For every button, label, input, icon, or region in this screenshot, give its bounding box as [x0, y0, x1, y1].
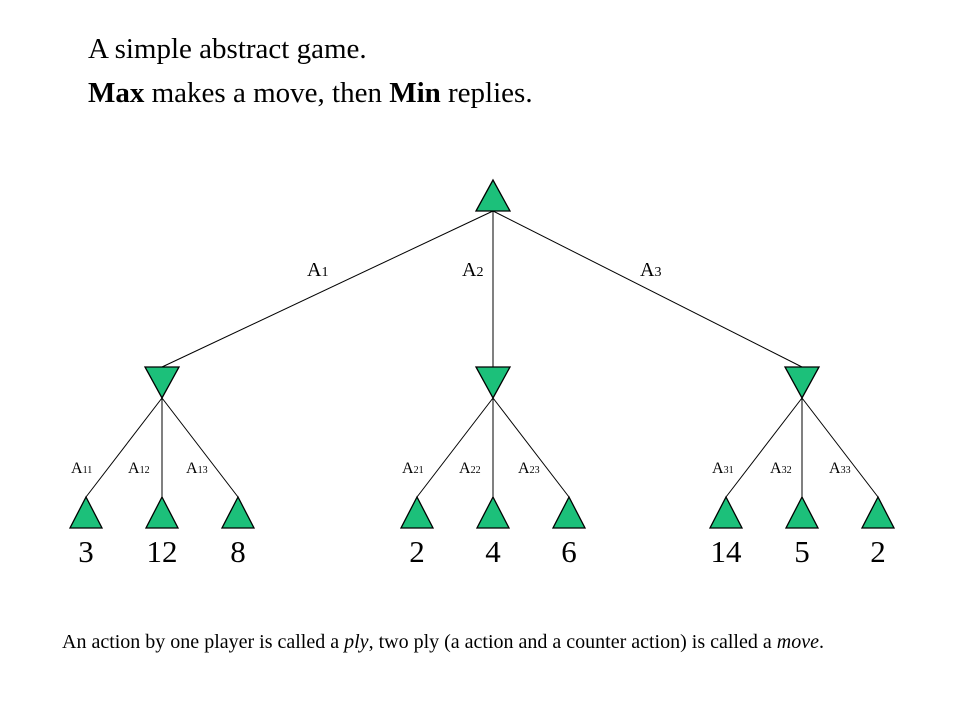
title-end: replies. [440, 77, 533, 109]
leaf-node-a22 [475, 495, 511, 529]
max-root-node [474, 178, 512, 212]
edge-a21 [416, 397, 494, 498]
leaf-node-a11 [68, 495, 104, 529]
footnote-part1: An action by one player is called a [62, 631, 345, 653]
action-label-a32: A32 [770, 460, 792, 477]
title-max: Max [88, 77, 145, 109]
edge-a11 [85, 397, 163, 498]
footnote-ply: ply [344, 631, 369, 653]
action-label-a12: A12 [128, 460, 150, 477]
edge-root-a1 [161, 210, 494, 368]
leaf-node-a23 [551, 495, 587, 529]
title-line-1: A simple abstract game. [88, 33, 367, 65]
action-label-a22: A22 [459, 460, 481, 477]
edge-root-a3 [492, 210, 803, 368]
min-node-a3 [783, 366, 821, 400]
leaf-value-a32: 5 [794, 534, 810, 569]
leaf-value-a11: 3 [78, 534, 94, 569]
title-line-2: Max makes a move, then Min replies. [88, 76, 533, 110]
action-label-a11: A11 [71, 460, 92, 477]
leaf-value-a23: 6 [561, 534, 577, 569]
leaf-value-a33: 2 [870, 534, 886, 569]
leaf-node-a33 [860, 495, 896, 529]
edge-a13 [161, 397, 239, 498]
title-min: Min [389, 77, 441, 109]
footnote-part3: . [818, 631, 824, 653]
action-label-a23: A23 [518, 460, 540, 477]
leaf-node-a21 [399, 495, 435, 529]
leaf-value-a12: 12 [147, 534, 178, 569]
leaf-value-a21: 2 [409, 534, 425, 569]
footnote: An action by one player is called a ply,… [62, 628, 922, 656]
action-label-a1: A1 [307, 259, 328, 281]
edge-a23 [492, 397, 570, 498]
action-label-a13: A13 [186, 460, 208, 477]
action-label-a33: A33 [829, 460, 851, 477]
leaf-node-a13 [220, 495, 256, 529]
leaf-node-a31 [708, 495, 744, 529]
action-label-a2: A2 [462, 259, 483, 281]
leaf-value-a13: 8 [230, 534, 246, 569]
leaf-value-a22: 4 [485, 534, 501, 569]
footnote-part2: , two ply (a action and a counter action… [368, 631, 777, 653]
min-node-a1 [143, 366, 181, 400]
edge-a33 [801, 397, 879, 498]
leaf-node-a32 [784, 495, 820, 529]
min-node-a2 [474, 366, 512, 400]
footnote-move: move [776, 631, 819, 653]
title-mid: makes a move, then [144, 77, 390, 109]
action-label-a31: A31 [712, 460, 734, 477]
action-label-a3: A3 [640, 259, 661, 281]
leaf-node-a12 [144, 495, 180, 529]
leaf-value-a31: 14 [711, 534, 743, 569]
action-label-a21: A21 [402, 460, 424, 477]
edge-a31 [725, 397, 803, 498]
